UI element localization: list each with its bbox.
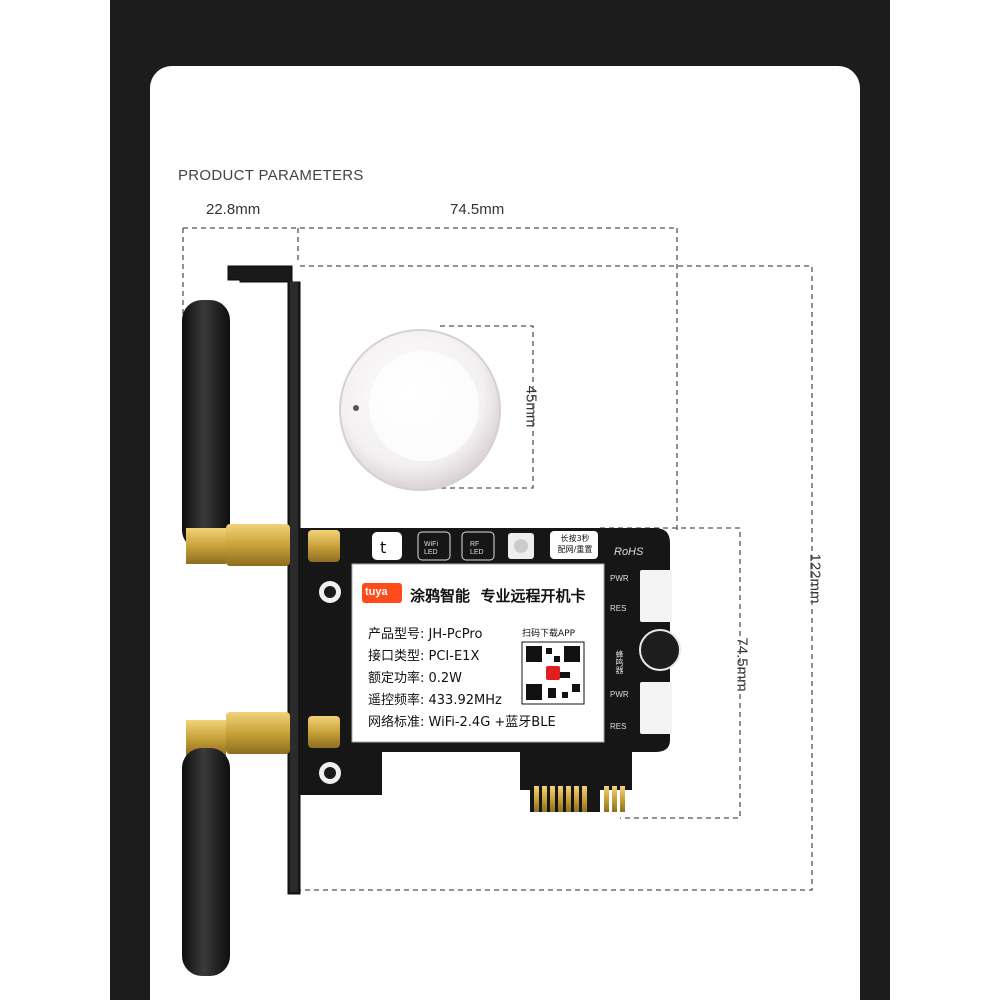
spec-model: 产品型号: JH-PcPro xyxy=(368,627,483,642)
antenna-top xyxy=(182,300,290,566)
pwr-bottom-label: PWR xyxy=(610,690,629,699)
spec-interface: 接口类型: PCI-E1X xyxy=(368,649,480,664)
antenna-bottom xyxy=(182,712,290,976)
bracket-width-label: 22.8mm xyxy=(206,201,261,218)
remote-button xyxy=(339,329,501,491)
page-title: PRODUCT PARAMETERS xyxy=(178,167,364,184)
rf-led-label: RF LED xyxy=(470,541,484,556)
card-width-label: 74.5mm xyxy=(450,201,505,218)
dimension-lines xyxy=(182,227,813,891)
spec-power: 额定功率: 0.2W xyxy=(368,671,463,686)
card-title: 涂鸦智能 专业远程开机卡 xyxy=(410,587,586,605)
brand-logo: tuya xyxy=(365,586,388,598)
spec-list: 产品型号: JH-PcPro 接口类型: PCI-E1X 额定功率: 0.2W … xyxy=(368,624,556,734)
qr-caption: 扫码下载APP xyxy=(522,629,576,639)
pcb-board: t xyxy=(300,528,681,812)
res-bottom-label: RES xyxy=(610,722,627,731)
svg-text:t: t xyxy=(380,538,386,557)
spec-network: 网络标准: WiFi-2.4G +蓝牙BLE xyxy=(368,715,556,730)
wifi-led-label: WiFi LED xyxy=(424,541,438,556)
pwr-top-label: PWR xyxy=(610,574,629,583)
buzzer-label: 蜂鸣器 xyxy=(615,650,624,674)
pci-bracket xyxy=(227,265,301,895)
reset-button-label: 长按3秒 配网/重置 xyxy=(557,534,593,554)
rohs-mark: RoHS xyxy=(614,546,644,558)
spec-frequency: 遥控频率: 433.92MHz xyxy=(368,693,502,708)
res-top-label: RES xyxy=(610,604,627,613)
